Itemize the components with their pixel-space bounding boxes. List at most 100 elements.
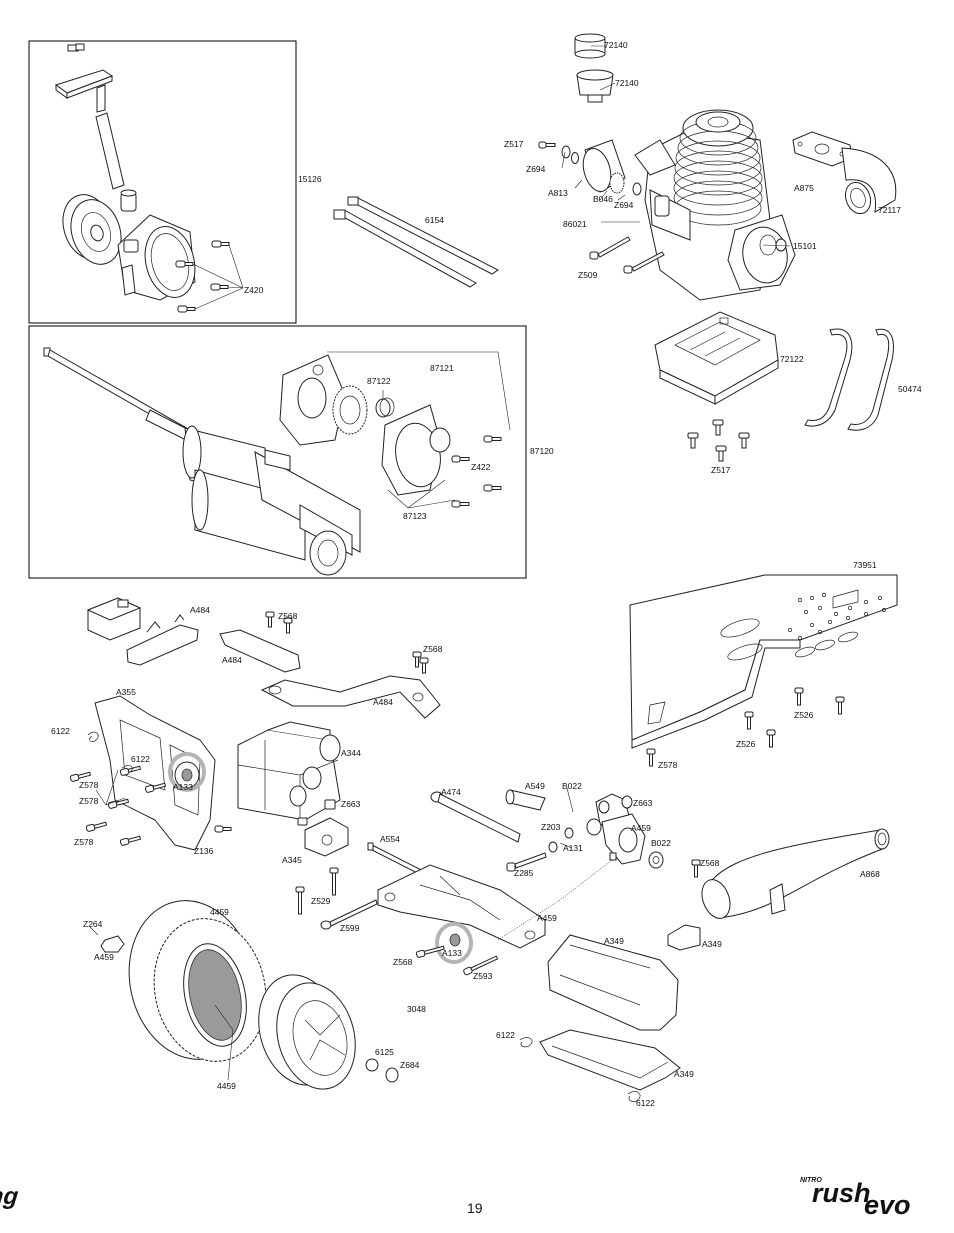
- label-z422: Z422: [471, 462, 491, 472]
- engine-drawing: [634, 109, 796, 301]
- label-72140-b: 72140: [615, 78, 639, 88]
- turnbuckle-drawing: [430, 789, 546, 843]
- cable-ties-drawing: [333, 196, 499, 288]
- rear-bulkhead-drawing: [94, 695, 216, 851]
- label-z694-a: Z694: [526, 164, 546, 174]
- label-a474: A474: [441, 787, 461, 797]
- label-z264: Z264: [83, 919, 103, 929]
- label-15126: 15126: [298, 174, 322, 184]
- label-z568-d: Z568: [393, 957, 413, 967]
- label-z578-b: Z578: [79, 796, 99, 806]
- label-4459-a: 4459: [210, 907, 229, 917]
- label-z663-a: Z663: [341, 799, 361, 809]
- label-z526-b: Z526: [736, 739, 756, 749]
- label-z529: Z529: [311, 896, 331, 906]
- clutch-bell-drawing: [582, 139, 642, 196]
- label-a484-b: A484: [222, 655, 242, 665]
- front-brace-a484-drawing: [260, 675, 441, 719]
- label-z568-b: Z568: [423, 644, 443, 654]
- label-z285: Z285: [514, 868, 534, 878]
- starter-housing-drawing: [117, 214, 196, 301]
- label-73951: 73951: [853, 560, 877, 570]
- label-z694-b: Z694: [614, 200, 634, 210]
- label-a133-a: A133: [173, 782, 193, 792]
- rear-wheel-drawing: [258, 974, 399, 1090]
- engine-group: [538, 33, 897, 301]
- label-z578-d: Z578: [658, 760, 678, 770]
- roto-start-screws: [451, 435, 502, 508]
- label-b022-a: B022: [562, 781, 582, 791]
- label-6122-b: 6122: [131, 754, 150, 764]
- top-screws-drawing: [265, 611, 429, 674]
- label-z136: Z136: [194, 846, 214, 856]
- engine-leaders: [561, 45, 791, 247]
- roto-start-box: [28, 325, 527, 579]
- label-z578-c: Z578: [74, 837, 94, 847]
- z285-screw-drawing: [506, 852, 547, 872]
- label-z684: Z684: [400, 1060, 420, 1070]
- engine-mount-drawing: [654, 311, 779, 405]
- label-z593: Z593: [473, 971, 493, 981]
- label-z578-a: Z578: [79, 780, 99, 790]
- wheel-hardware-drawing: [89, 926, 234, 1081]
- label-86021: 86021: [563, 219, 587, 229]
- t-wrench-drawing: [54, 43, 125, 190]
- label-a349-c: A349: [674, 1069, 694, 1079]
- label-a459-a: A459: [631, 823, 651, 833]
- roto-start-box-frame: [28, 325, 527, 579]
- starter-box-frame: [28, 40, 297, 324]
- backplate-drawing: [279, 354, 346, 446]
- chassis-screws-drawing: [646, 687, 845, 767]
- product-logo-bottom: evo: [864, 1190, 911, 1220]
- label-z517-b: Z517: [711, 465, 731, 475]
- label-a131: A131: [563, 843, 583, 853]
- label-a349-a: A349: [604, 936, 624, 946]
- label-z663-b: Z663: [633, 798, 653, 808]
- label-6122-d: 6122: [636, 1098, 655, 1108]
- diff-case-drawing: [237, 721, 341, 821]
- label-a355: A355: [116, 687, 136, 697]
- label-z420: Z420: [244, 285, 264, 295]
- product-logo-prefix: NITRO: [800, 1177, 822, 1184]
- label-4459-b: 4459: [217, 1081, 236, 1091]
- label-6154: 6154: [425, 215, 444, 225]
- bulkhead-screws-drawing: [69, 731, 336, 846]
- 87121-leader: [327, 351, 511, 431]
- hub-carrier-group-drawing: [548, 787, 664, 869]
- diff-mount-a345-drawing: [304, 817, 349, 857]
- exhaust-manifold-drawing: [841, 147, 897, 215]
- label-50474: 50474: [898, 384, 922, 394]
- label-72140-a: 72140: [604, 40, 628, 50]
- label-a459-b: A459: [94, 952, 114, 962]
- body-clips-drawing: [519, 1037, 641, 1102]
- label-a813: A813: [548, 188, 568, 198]
- label-a344: A344: [341, 748, 361, 758]
- label-z517-a: Z517: [504, 139, 524, 149]
- brand-logo: hpi-racing: [0, 1183, 20, 1210]
- product-logo-top: rush: [812, 1178, 871, 1208]
- label-a345: A345: [282, 855, 302, 865]
- label-a875: A875: [794, 183, 814, 193]
- engine-screws-drawing: [589, 236, 665, 274]
- label-z509: Z509: [578, 270, 598, 280]
- body-mount-a484-drawing: [219, 629, 301, 673]
- fuel-line-drawing: [804, 328, 894, 431]
- label-3048: 3048: [407, 1004, 426, 1014]
- label-z568-c: Z568: [700, 858, 720, 868]
- clutch-screw-drawing: [538, 141, 579, 164]
- label-z568-a: Z568: [278, 611, 298, 621]
- chassis-plate-drawing: [629, 574, 898, 749]
- label-a133-b: A133: [442, 948, 462, 958]
- mount-screws-drawing: [687, 419, 750, 462]
- page-number: 19: [467, 1200, 483, 1216]
- label-z526-a: Z526: [794, 710, 814, 720]
- radio-tray-drawing: [539, 934, 681, 1091]
- receiver-block-drawing: [86, 597, 142, 641]
- 87123-leader: [387, 479, 456, 509]
- label-a459-c: A459: [537, 913, 557, 923]
- rear-end-group: [69, 597, 664, 976]
- starter-box: [28, 40, 297, 324]
- label-87122: 87122: [367, 376, 391, 386]
- starter-motor-drawing: [182, 425, 361, 576]
